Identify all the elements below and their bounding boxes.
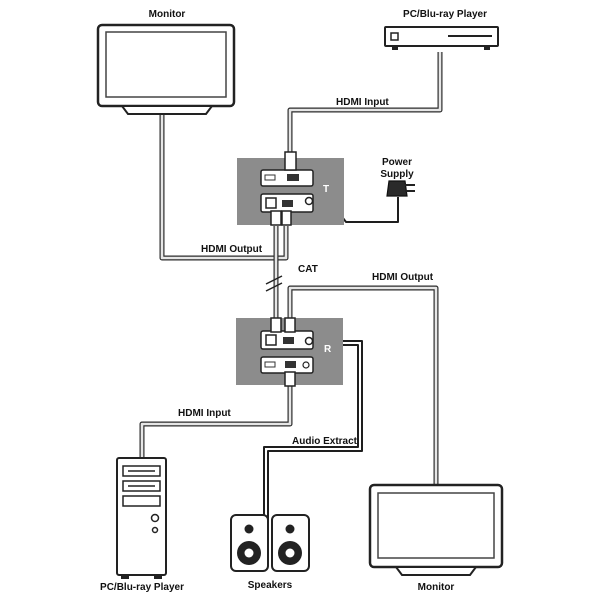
cat-break-mark <box>265 275 283 292</box>
pc-tower-led <box>151 526 159 534</box>
receiver-hdmi-out-port <box>283 337 294 344</box>
player-bottom-label: PC/Blu-ray Player <box>100 582 184 593</box>
monitor-top-label: Monitor <box>149 9 186 20</box>
receiver-audio-port <box>304 336 314 346</box>
speaker-left <box>230 514 269 572</box>
speaker-right <box>271 514 310 572</box>
hdmi-out-connector-icon <box>281 210 292 226</box>
cat-connector-icon <box>270 210 282 226</box>
player-top-label: PC/Blu-ray Player <box>403 9 487 20</box>
monitor-top: Monitor <box>96 9 236 115</box>
transmitter-hdmi-in-port <box>287 174 299 181</box>
receiver-cat-port <box>265 334 277 346</box>
hdmi-input-top-label: HDMI Input <box>336 97 389 108</box>
speaker-left-tweeter <box>244 524 254 534</box>
hdmi-output-left-label: HDMI Output <box>201 244 263 255</box>
player-top-button <box>390 32 399 41</box>
cables <box>139 52 443 552</box>
receiver-hdmi-out-connector-icon <box>284 317 296 333</box>
receiver-tag: R <box>324 344 332 355</box>
audio-extract-label: Audio Extract <box>292 436 358 447</box>
monitor-bottom-screen <box>377 492 495 559</box>
hdmi-output-right-label: HDMI Output <box>372 272 434 283</box>
cat-label: CAT <box>298 264 318 275</box>
monitor-bottom-stand <box>394 566 478 576</box>
transmitter-unit: T <box>237 151 344 226</box>
power-supply: Power Supply <box>380 157 415 197</box>
monitor-top-stand <box>120 105 214 115</box>
receiver-service-port <box>264 361 276 368</box>
pc-tower-drive-bay-3 <box>122 495 161 507</box>
hdmi-input-cable-bottom <box>139 380 293 458</box>
hdmi-input-cable-top <box>287 52 443 158</box>
speaker-right-tweeter <box>285 524 295 534</box>
pc-tower-power-button <box>150 513 160 523</box>
player-top-body <box>384 26 499 47</box>
power-supply-label-line2: Supply <box>380 169 414 180</box>
speakers-label: Speakers <box>248 580 293 591</box>
receiver-dc-port <box>302 361 310 369</box>
transmitter-cat-port <box>265 197 277 209</box>
transmitter-hdmi-out-port <box>282 200 293 207</box>
receiver-hdmi-in-port <box>285 361 296 368</box>
hdmi-input-bottom-label: HDMI Input <box>178 408 231 419</box>
monitor-bottom <box>368 483 504 576</box>
receiver-cat-connector-icon <box>270 317 282 333</box>
power-supply-label-line1: Power <box>382 157 412 168</box>
transmitter-service-port <box>264 174 276 181</box>
hdmi-in-connector-icon <box>284 151 297 171</box>
player-top: PC/Blu-ray Player <box>384 9 499 50</box>
pc-tower-feet <box>121 575 162 579</box>
receiver-hdmi-in-connector-icon <box>284 371 296 387</box>
hdmi-output-cable-right <box>287 285 439 485</box>
monitor-top-screen <box>105 31 227 98</box>
monitor-bottom-label: Monitor <box>418 582 455 593</box>
pc-tower <box>116 457 167 579</box>
transmitter-dc-port <box>304 196 314 206</box>
transmitter-tag: T <box>323 184 329 195</box>
hdmi-output-cable-left <box>159 114 289 261</box>
audio-extract-cable <box>263 340 363 552</box>
receiver-unit: R <box>236 317 343 387</box>
power-adapter-icon <box>386 180 408 197</box>
